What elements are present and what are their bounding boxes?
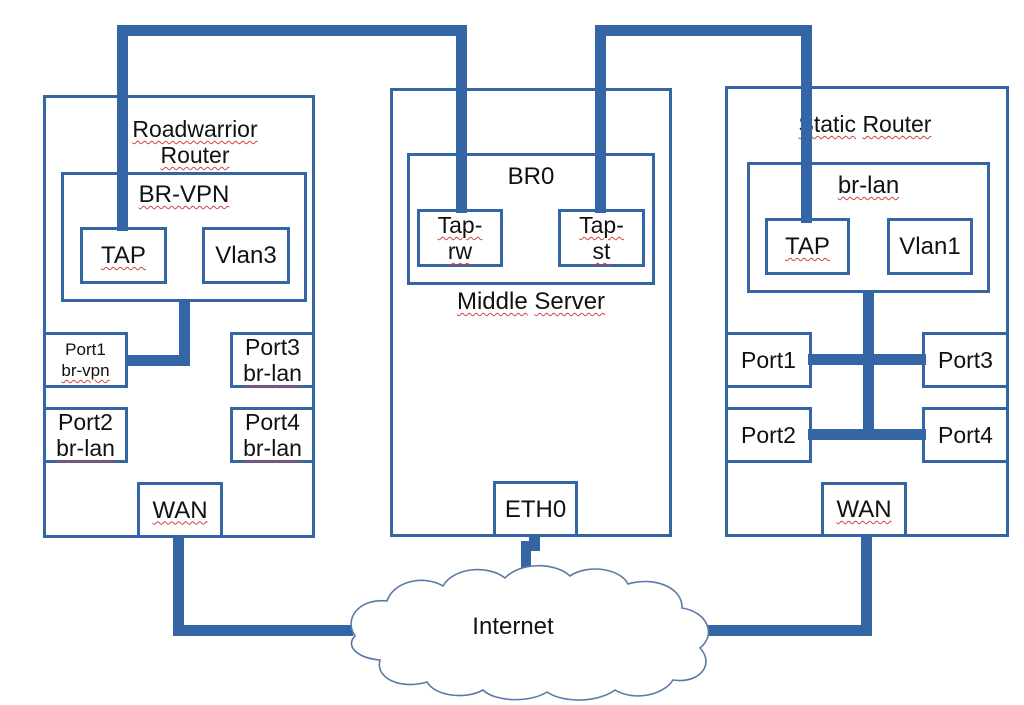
tap-st-box: Tap- st [558, 209, 645, 267]
connector-static-wan-to-cloud [700, 625, 872, 636]
connector-eth0-jog-v2 [521, 541, 531, 570]
br0-text: BR0 [507, 163, 555, 190]
connector-static-tap-vertical [801, 25, 812, 223]
static-tap-label: TAP [785, 233, 830, 260]
roadwarrior-title-line1: Roadwarrior [132, 116, 258, 142]
static-title-word2: Router [862, 111, 932, 137]
port1-label: Port1 [65, 340, 106, 359]
br-vpn-label: BR-VPN [61, 181, 307, 208]
connector-static-port1-port3 [808, 354, 926, 365]
roadwarrior-tap-label: TAP [101, 242, 146, 269]
connector-brlan-down [863, 291, 874, 440]
connector-rw-to-taprw-top [117, 25, 467, 36]
roadwarrior-vlan3-label: Vlan3 [215, 242, 277, 269]
roadwarrior-port2-box: Port2 br-lan [43, 407, 128, 463]
br-lan-text: br-lan [837, 172, 900, 199]
roadwarrior-tap-box: TAP [80, 227, 167, 284]
br-lan-label: br-lan [747, 172, 990, 199]
roadwarrior-vlan3-box: Vlan3 [202, 227, 290, 284]
static-wan-box: WAN [821, 482, 907, 537]
static-port1-box: Port1 [725, 332, 812, 388]
br0-label: BR0 [407, 163, 655, 190]
connector-tapst-to-static-top [595, 25, 812, 36]
internet-cloud [350, 565, 710, 701]
static-port4-box: Port4 [922, 407, 1009, 463]
tap-rw-line2: rw [447, 238, 473, 264]
tap-st-line2: st [592, 238, 611, 264]
connector-static-port2-port4 [808, 429, 926, 440]
static-port1-label: Port1 [741, 347, 796, 373]
static-router-title: Static Router [765, 111, 965, 137]
connector-rw-wan-down [173, 538, 184, 636]
connector-taprw-vertical [456, 25, 467, 213]
middle-server-title: Middle Server [390, 288, 672, 315]
roadwarrior-port4-box: Port4 br-lan [230, 407, 315, 463]
roadwarrior-title-line2: Router [160, 142, 230, 168]
static-port3-box: Port3 [922, 332, 1009, 388]
middle-server-word1: Middle [456, 288, 528, 315]
port3-bridge-label: br-lan [243, 360, 302, 386]
br-vpn-text: BR-VPN [138, 181, 230, 208]
connector-rw-tap-vertical [117, 25, 128, 231]
internet-label: Internet [413, 613, 613, 641]
static-wan-label: WAN [836, 496, 892, 523]
static-port2-label: Port2 [741, 422, 796, 448]
connector-rw-wan-to-cloud [173, 625, 353, 636]
port4-bridge-label: br-lan [243, 435, 302, 461]
tap-rw-line1: Tap- [437, 212, 483, 238]
tap-st-line1: Tap- [579, 212, 624, 238]
static-vlan1-label: Vlan1 [899, 233, 961, 260]
port2-label: Port2 [58, 409, 113, 435]
connector-brvpn-down [179, 300, 190, 366]
connector-tapst-vertical [595, 25, 606, 213]
eth0-label: ETH0 [504, 495, 567, 523]
tap-rw-box: Tap- rw [417, 209, 503, 267]
port1-bridge-label: br-vpn [61, 361, 110, 380]
roadwarrior-wan-box: WAN [137, 482, 223, 538]
internet-text: Internet [472, 613, 554, 640]
roadwarrior-router-title: Roadwarrior Router [95, 116, 295, 168]
roadwarrior-port3-box: Port3 br-lan [230, 332, 315, 388]
static-vlan1-box: Vlan1 [887, 218, 973, 275]
roadwarrior-wan-label: WAN [152, 496, 208, 524]
port3-label: Port3 [245, 334, 300, 360]
connector-brvpn-to-port1 [126, 355, 190, 366]
static-port2-box: Port2 [725, 407, 812, 463]
static-port3-label: Port3 [938, 347, 993, 373]
middle-server-word2: Server [534, 288, 606, 315]
roadwarrior-port1-box: Port1 br-vpn [43, 332, 128, 388]
port4-label: Port4 [245, 409, 300, 435]
static-tap-box: TAP [765, 218, 850, 275]
connector-static-wan-down [861, 537, 872, 636]
port2-bridge-label: br-lan [56, 435, 115, 461]
eth0-box: ETH0 [493, 481, 578, 537]
cloud-outline [350, 565, 710, 701]
static-port4-label: Port4 [938, 422, 993, 448]
